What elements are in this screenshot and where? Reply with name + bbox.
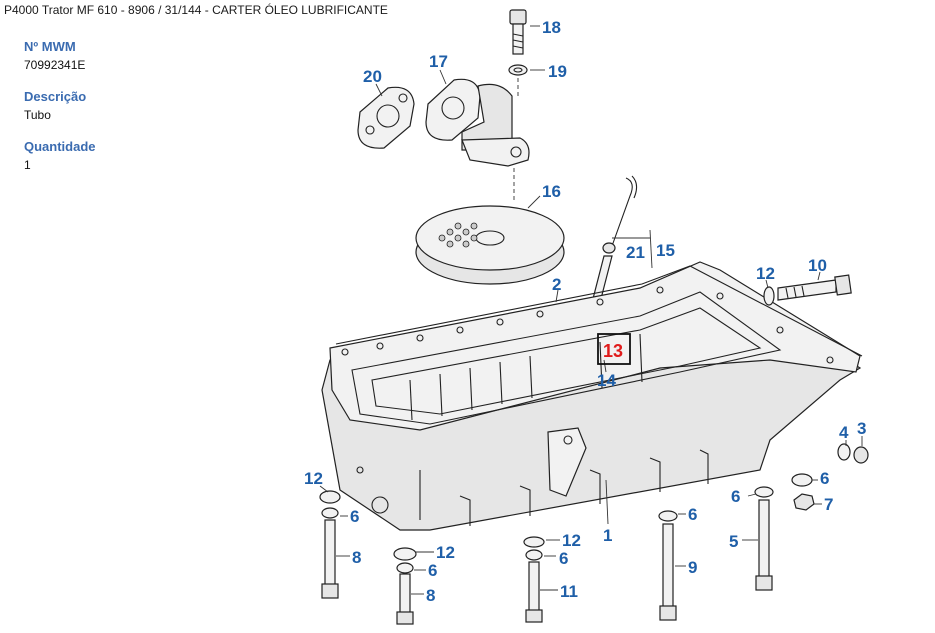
callout-15[interactable]: 15 (656, 241, 675, 260)
oil-pan-1[interactable] (321, 261, 862, 531)
quantidade-label: Quantidade (24, 139, 96, 154)
bolt-8-left[interactable] (319, 490, 341, 599)
callout-21[interactable]: 21 (626, 243, 645, 262)
callout-8-left[interactable]: 8 (352, 548, 361, 567)
gasket-2[interactable] (335, 265, 863, 357)
bolt-9[interactable] (658, 510, 678, 621)
bolt-10[interactable] (777, 274, 852, 301)
callout-8-middle[interactable]: 8 (426, 586, 435, 605)
strainer-16[interactable] (415, 205, 565, 285)
mwm-value: 70992341E (24, 58, 86, 72)
callout-7[interactable]: 7 (824, 495, 833, 514)
callout-19[interactable]: 19 (548, 62, 567, 81)
bolt-18[interactable] (509, 9, 527, 55)
washer-12-top[interactable] (763, 286, 775, 306)
callout-6-bolt11[interactable]: 6 (559, 549, 568, 568)
callout-12-bolt8[interactable]: 12 (436, 543, 455, 562)
page-title: P4000 Trator MF 610 - 8906 / 31/144 - CA… (4, 3, 388, 17)
bolt-8-middle[interactable] (393, 547, 417, 625)
callout-6-bolt9[interactable]: 6 (688, 505, 697, 524)
washer-19[interactable] (508, 64, 528, 76)
callout-20[interactable]: 20 (363, 67, 382, 86)
nut-3[interactable] (853, 446, 869, 464)
callout-10[interactable]: 10 (808, 256, 827, 275)
nut-7[interactable] (793, 493, 815, 511)
callout-9[interactable]: 9 (688, 558, 697, 577)
callout-6-left[interactable]: 6 (350, 507, 359, 526)
washer-6-right[interactable] (791, 473, 813, 487)
callout-11[interactable]: 11 (560, 582, 578, 601)
callout-18[interactable]: 18 (542, 18, 561, 37)
callout-1[interactable]: 1 (603, 526, 612, 545)
callout-5[interactable]: 5 (729, 532, 738, 551)
mwm-label: Nº MWM (24, 39, 76, 54)
descricao-value: Tubo (24, 108, 51, 122)
callout-6-bolt8[interactable]: 6 (428, 561, 437, 580)
callout-12-bolt11[interactable]: 12 (562, 531, 581, 550)
descricao-label: Descrição (24, 89, 87, 104)
callout-4[interactable]: 4 (839, 423, 849, 442)
stud-5[interactable] (754, 486, 774, 591)
washer-4[interactable] (837, 443, 851, 461)
part-info-panel: Nº MWM 70992341E Descrição Tubo Quantida… (24, 38, 224, 188)
suction-pipe-17[interactable] (425, 78, 530, 167)
callout-2[interactable]: 2 (552, 275, 561, 294)
gasket-20[interactable] (357, 86, 415, 149)
callout-12-left[interactable]: 12 (304, 469, 323, 488)
callout-17[interactable]: 17 (429, 52, 448, 71)
callout-12-top[interactable]: 12 (756, 264, 775, 283)
callout-16[interactable]: 16 (542, 182, 561, 201)
quantidade-value: 1 (24, 158, 31, 172)
callout-6-stud[interactable]: 6 (731, 487, 740, 506)
callout-3[interactable]: 3 (857, 419, 866, 438)
callout-6-right-top[interactable]: 6 (820, 469, 829, 488)
highlight-box-13 (597, 333, 631, 365)
callout-13[interactable]: 13 (603, 341, 623, 361)
bolt-11[interactable] (523, 536, 545, 623)
callout-14[interactable]: 14 (597, 371, 616, 390)
